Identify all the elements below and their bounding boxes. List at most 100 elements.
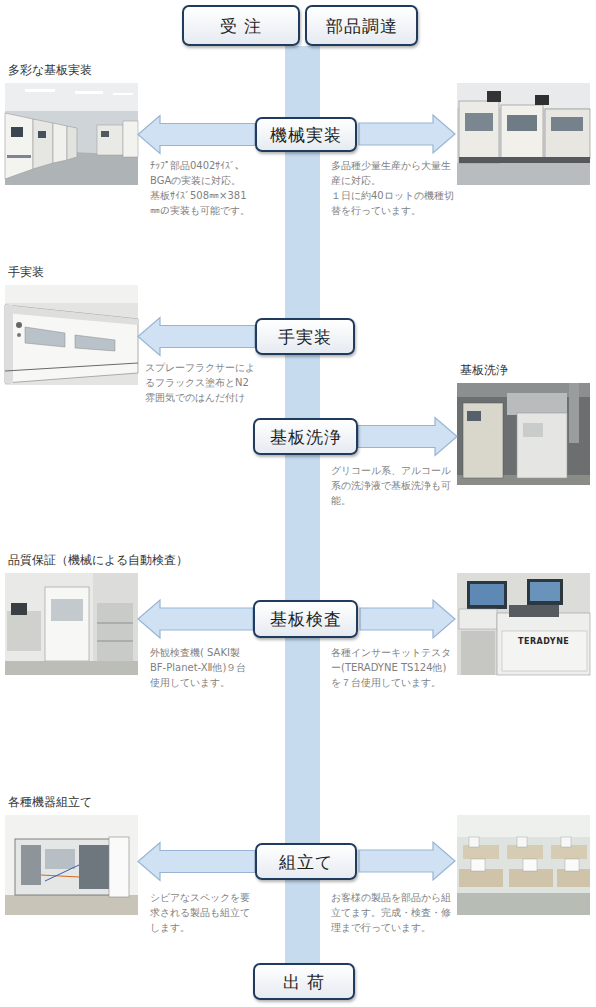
block-arrow — [138, 116, 255, 154]
factory-photo-part — [33, 119, 53, 169]
factory-photo-part — [509, 869, 553, 887]
factory-photo-part — [5, 305, 138, 325]
factory-photo-part — [5, 113, 33, 179]
factory-photo-part — [527, 579, 563, 605]
flow-band — [285, 455, 320, 600]
factory-photo-part — [11, 603, 27, 615]
factory-photo-part — [38, 131, 46, 138]
photo-caption: 多彩な基板実装 — [8, 62, 92, 79]
factory-photo-part — [16, 322, 22, 328]
block-arrow — [358, 418, 457, 456]
factory-photo-part — [507, 393, 567, 415]
process-box: 機械実装 — [255, 117, 357, 152]
photo-panel: 手実装 — [5, 285, 138, 385]
factory-photo-part — [457, 383, 590, 485]
factory-photo-part — [7, 155, 31, 158]
factory-photo-part — [509, 605, 559, 617]
factory-photo-part — [535, 95, 549, 105]
step-label: 受 注 — [220, 16, 262, 36]
factory-photo-part — [497, 613, 590, 675]
factory-photo-part — [457, 163, 590, 185]
process-box: 基板検査 — [253, 600, 358, 638]
block-arrow — [138, 600, 253, 638]
factory-photo-part — [51, 599, 83, 621]
process-box: 組立て — [255, 843, 357, 880]
factory-photo-part — [463, 845, 499, 859]
factory-photo-part — [459, 869, 503, 887]
block-arrow-part — [359, 842, 455, 880]
process-box: 基板洗浄 — [253, 418, 358, 455]
factory-photo-part — [113, 93, 133, 95]
photo-caption: 品質保証（機械による自動検査） — [8, 552, 188, 569]
factory-photo-part — [75, 91, 103, 94]
process-box: 手実装 — [255, 318, 355, 355]
factory-photo-part — [517, 837, 527, 847]
description-note: 各種インサーキットテスター(TERADYNE TS124他)を７台使用しています… — [331, 645, 456, 690]
photo-caption: 基板洗浄 — [460, 362, 508, 379]
factory-photo-part — [5, 815, 138, 915]
factory-photo-part — [25, 327, 65, 347]
flow-band — [285, 355, 320, 418]
factory-photo — [457, 383, 590, 485]
factory-photo-part — [545, 109, 590, 159]
factory-photo-part — [457, 83, 590, 185]
factory-photo-part — [569, 383, 579, 443]
factory-photo-part — [5, 83, 138, 185]
factory-photo-part — [11, 127, 23, 137]
block-arrow-part — [360, 600, 455, 638]
step-label: 基板洗浄 — [270, 427, 342, 447]
factory-photo-part — [471, 859, 485, 871]
description-note: スプレーフラクサーによるフラックス塗布とN2雰囲気でのはんだ付け — [145, 360, 257, 405]
factory-photo-part — [565, 859, 579, 871]
factory-photo-part — [75, 335, 115, 351]
description-note: 多品種少量生産から大量生産に対応。 — [331, 158, 455, 188]
factory-photo — [457, 573, 590, 675]
factory-photo-part — [67, 126, 77, 160]
factory-photo-part — [53, 123, 67, 163]
factory-photo-part — [551, 117, 583, 131]
factory-photo — [457, 815, 590, 915]
process-box: 出 荷 — [253, 963, 355, 1000]
description-note: ﾁｯﾌﾟ部品0402ｻｲｽﾞ、BGAの実装に対応。 — [150, 158, 253, 188]
step-label: 組立て — [279, 852, 333, 872]
flow-band — [285, 638, 320, 843]
factory-photo-part — [93, 573, 138, 675]
factory-photo-part — [557, 869, 590, 887]
factory-photo-part — [17, 333, 21, 337]
factory-photo-part — [467, 411, 481, 421]
description-note: 外観検査機( SAKI製BF-Planet-XⅡ他)９台使用しています。 — [150, 645, 255, 690]
block-arrow — [138, 843, 255, 881]
factory-photo-part — [41, 875, 79, 877]
factory-photo-part — [7, 611, 41, 651]
description-note: シビアなスペックを要求される製品も組立てします。 — [150, 890, 253, 935]
factory-photo-part — [461, 631, 495, 675]
flow-band — [285, 880, 320, 963]
factory-photo-part — [25, 89, 55, 92]
factory-photo — [5, 83, 138, 185]
block-arrow — [359, 115, 455, 880]
photo-panel: 品質保証（機械による自動検査） — [5, 573, 138, 675]
factory-photo-part — [561, 837, 571, 847]
factory-photo-part — [457, 815, 590, 837]
factory-photo-part — [79, 845, 109, 889]
factory-photo-part — [469, 837, 479, 847]
brand-logo: TERADYNE — [518, 637, 588, 647]
factory-photo-part — [5, 285, 138, 303]
factory-photo-part — [523, 859, 537, 871]
block-arrow — [138, 318, 255, 356]
factory-photo-part — [467, 581, 507, 609]
factory-photo-part — [517, 413, 567, 478]
step-label: 手実装 — [278, 327, 332, 347]
factory-photo-part — [101, 131, 109, 137]
factory-photo-part — [97, 641, 133, 642]
process-box: 受 注 — [182, 5, 300, 46]
factory-photo-part — [45, 587, 89, 661]
photo-caption: 各種機器組立て — [8, 794, 92, 811]
step-label: 機械実装 — [270, 125, 342, 145]
factory-photo-part — [45, 865, 79, 881]
factory-photo-part — [97, 603, 133, 661]
step-label: 出 荷 — [283, 972, 325, 992]
factory-photo-part — [470, 584, 504, 605]
